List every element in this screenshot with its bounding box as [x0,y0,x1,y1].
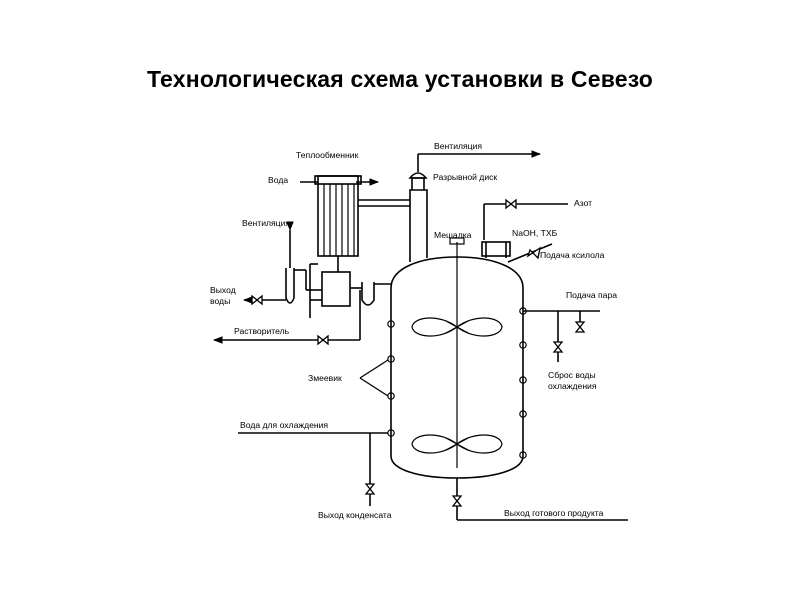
label-water-out-1: Выход [210,285,236,295]
label-cooling-discharge-2: охлаждения [548,381,597,391]
label-steam-feed: Подача пара [566,290,617,300]
cooling-water-line [238,432,388,506]
label-xylene-feed: Подача ксилола [540,250,605,260]
stirrer [411,237,503,468]
label-ventilation-top: Вентиляция [434,141,482,151]
label-naoh: NaOH, ТХБ [512,228,558,238]
label-rupture-disk: Разрывной диск [433,172,497,182]
label-condensate-out: Выход конденсата [318,510,392,520]
labels: Вентиляция Теплообменник Вода Разрывной … [210,141,617,520]
riser-column [408,150,541,262]
nitrogen-feed [481,198,568,258]
ventilation-trap [243,221,322,306]
label-cooling-water: Вода для охлаждения [240,420,328,430]
label-heat-exchanger: Теплообменник [296,150,359,160]
label-water: Вода [268,175,288,185]
xylene-feed [507,243,553,263]
label-water-out-2: воды [210,296,230,306]
page-title: Технологическая схема установки в Севезо [146,66,654,92]
coil-bumps [387,307,527,459]
label-stirrer: Мешалка [434,230,472,240]
label-ventilation-left: Вентиляция [242,218,290,228]
label-solvent: Растворитель [234,326,290,336]
label-nitrogen: Азот [574,198,592,208]
heat-exchanger [300,175,410,272]
label-cooling-discharge-1: Сброс воды [548,370,596,380]
steam-feed [523,310,600,362]
coil-pointers [359,359,389,397]
label-product-out: Выход готового продукта [504,508,604,518]
solvent-line [213,290,361,346]
product-outlet [451,478,628,521]
reactor-vessel [387,256,527,479]
separator [309,263,391,318]
label-coil: Змеевик [308,373,342,383]
